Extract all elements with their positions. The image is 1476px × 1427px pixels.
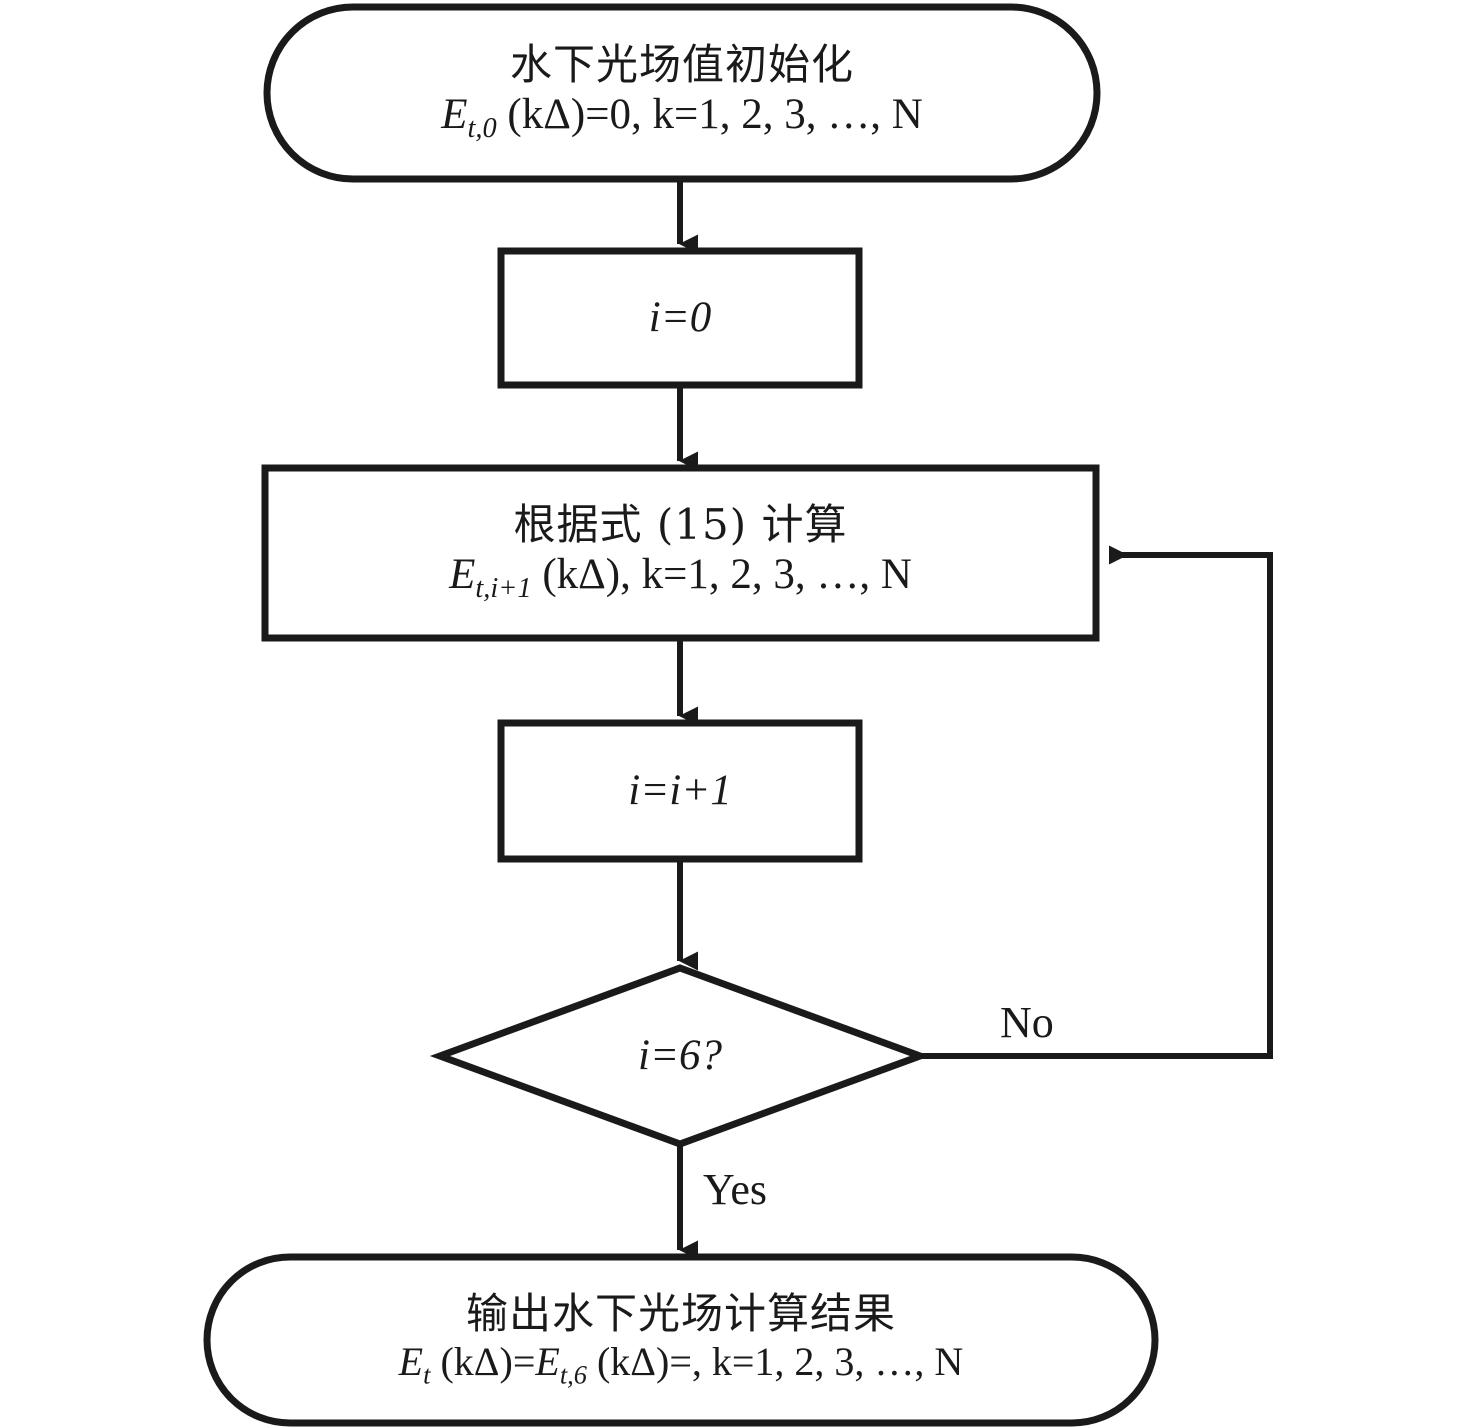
node-increment-shape xyxy=(497,719,863,863)
node-init-i-shape xyxy=(497,247,863,389)
node-decision-shape xyxy=(429,964,931,1148)
node-start-shape xyxy=(263,3,1101,183)
node-compute-shape xyxy=(261,464,1100,642)
node-output-shape xyxy=(203,1253,1159,1427)
edge-decision-to-compute-no xyxy=(920,545,1273,1059)
